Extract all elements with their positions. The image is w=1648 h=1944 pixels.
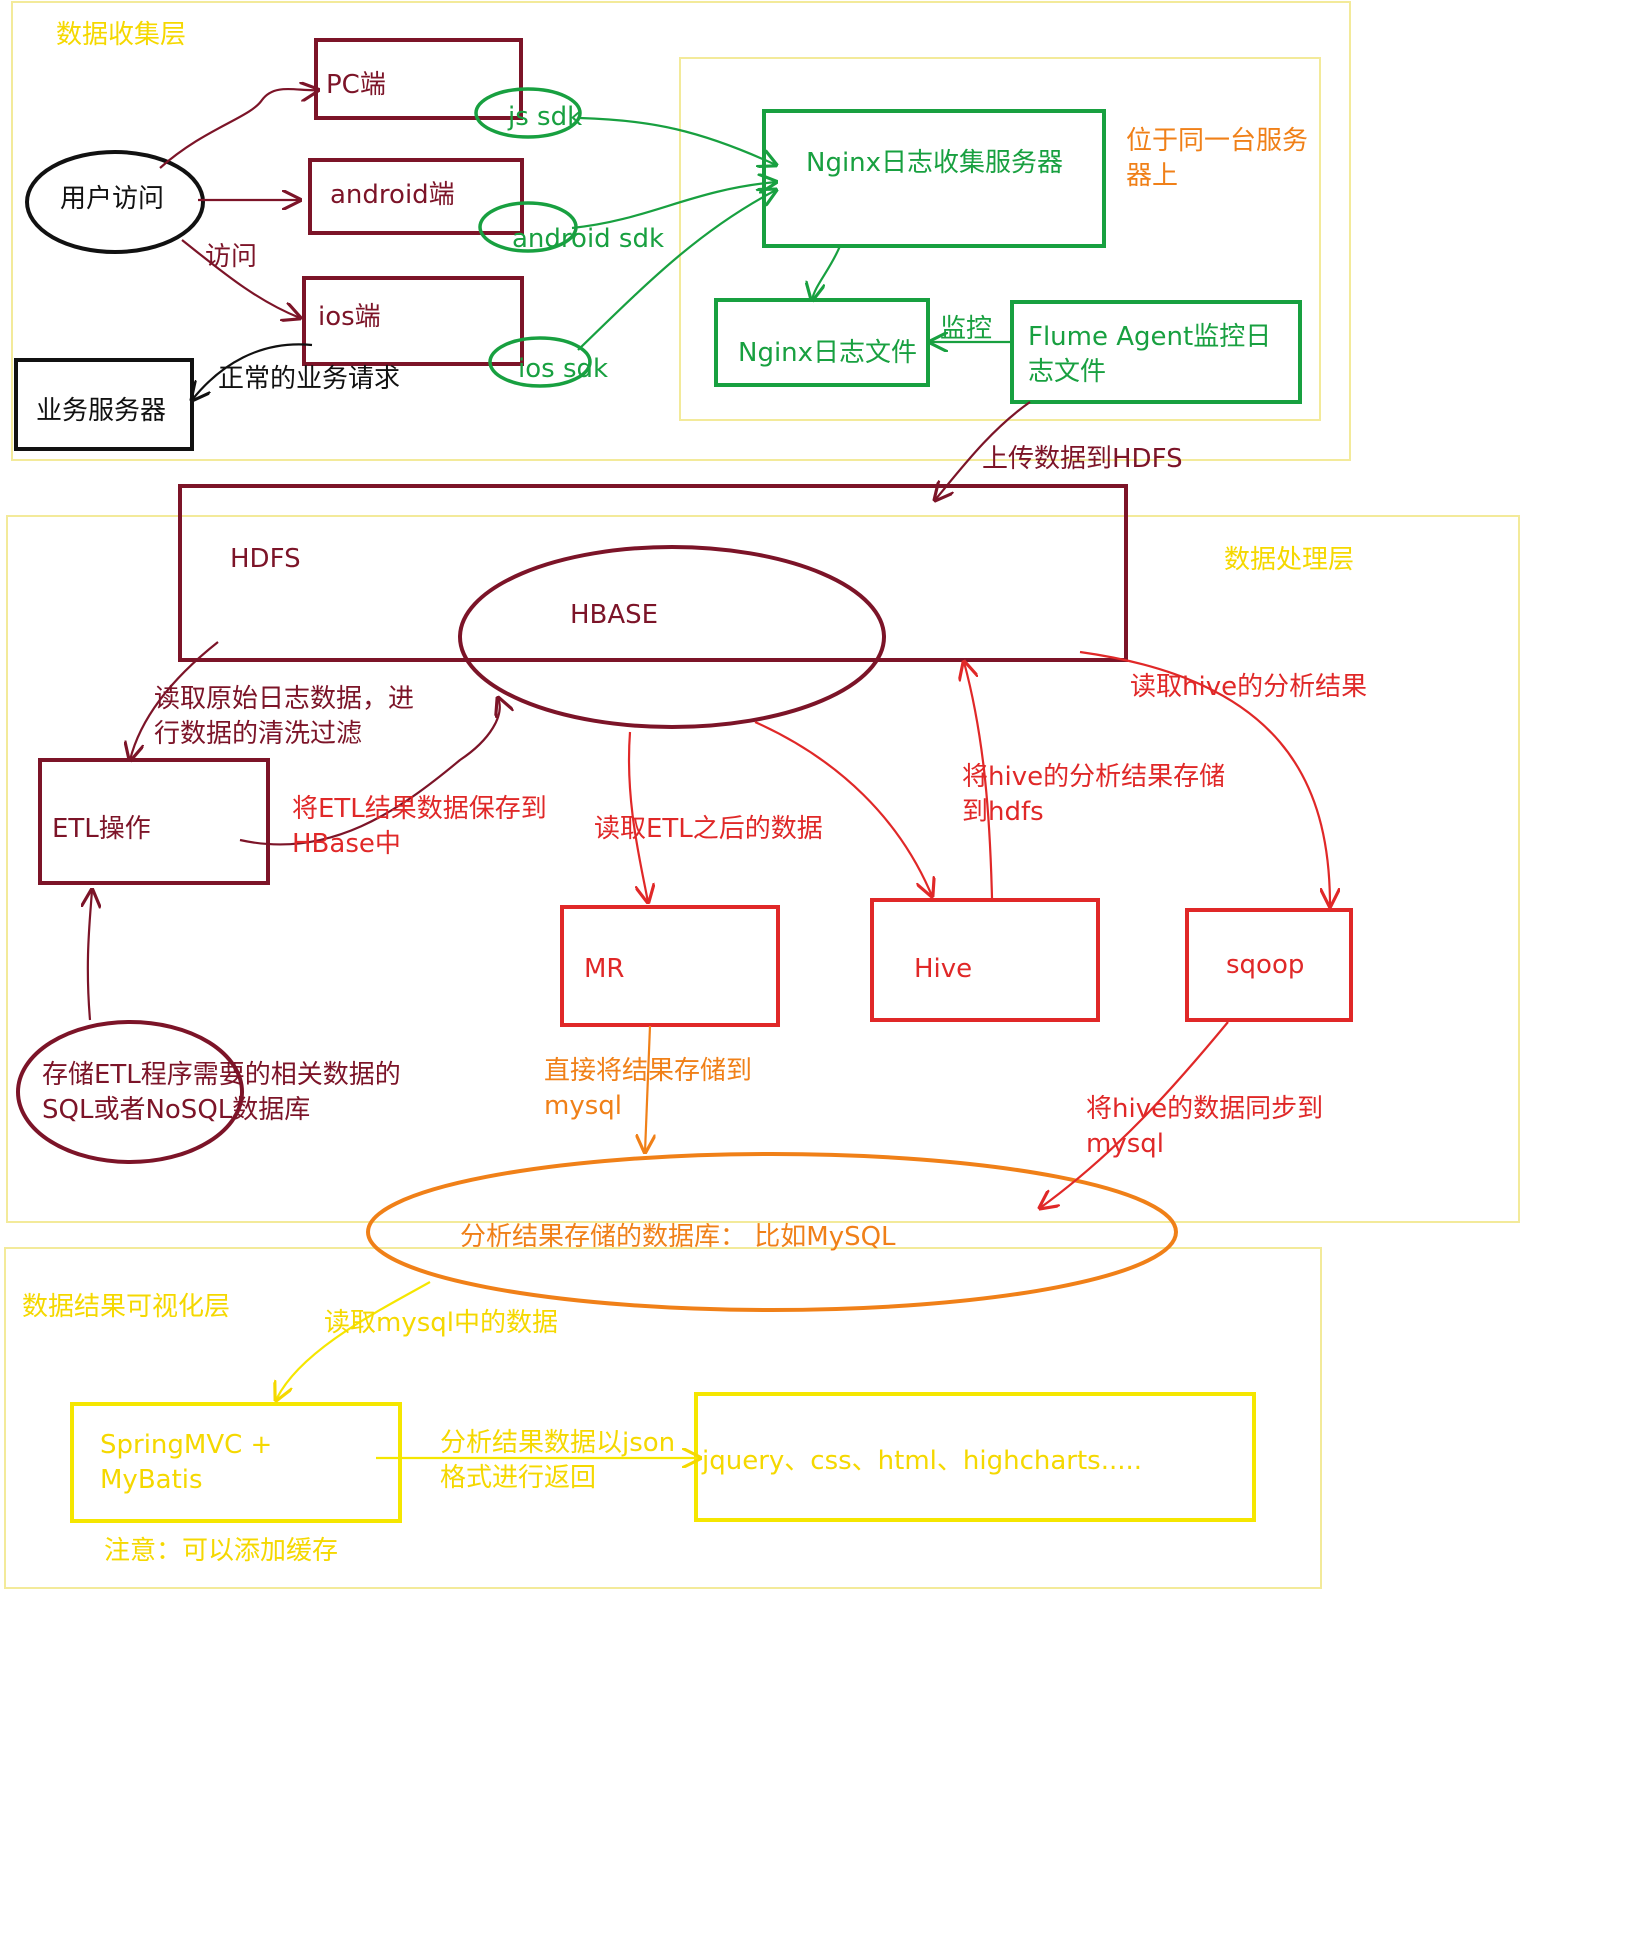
ios-sdk-label: ios sdk	[518, 354, 609, 384]
read-raw-label: 读取原始日志数据，进行数据的清洗过滤	[154, 684, 415, 750]
android-node	[308, 158, 524, 235]
store-hive-hdfs-label: 将hive的分析结果存储到hdfs	[962, 762, 1226, 828]
json-return-label: 分析结果数据以json格式进行返回	[440, 1428, 676, 1494]
hbase-label: HBASE	[570, 600, 659, 630]
mr-label: MR	[584, 954, 625, 984]
flume-label: Flume Agent监控日志文件	[1028, 322, 1272, 388]
edge-iossdk-nginx	[577, 190, 776, 351]
sqoop-node	[1185, 908, 1353, 1022]
js-sdk-label: js sdk	[508, 102, 583, 132]
springmvc-label: SpringMVC + MyBatis	[100, 1430, 273, 1496]
edge-ios-business	[192, 343, 313, 400]
flume-node	[1010, 300, 1302, 404]
sqoop-label: sqoop	[1226, 950, 1305, 980]
android-label: android端	[330, 180, 455, 210]
ios-sdk-node	[488, 336, 592, 388]
read-mysql-label: 读取mysql中的数据	[324, 1308, 558, 1338]
edge-flume-hdfs	[935, 401, 1031, 500]
business-server-node	[14, 358, 194, 451]
hdfs-label: HDFS	[230, 544, 301, 574]
edge-mr-resultdb	[645, 1025, 650, 1152]
edge-nginx-log	[812, 245, 842, 300]
edge-hive-hdfs	[964, 662, 994, 899]
business-server-label: 业务服务器	[36, 396, 167, 426]
processing-layer-frame	[6, 515, 1520, 1223]
upload-hdfs-label: 上传数据到HDFS	[982, 444, 1183, 474]
edge-sqoop-resultdb	[1040, 1021, 1229, 1208]
etl-db-node	[16, 1020, 244, 1164]
etl-label: ETL操作	[52, 814, 151, 844]
user-visit-label: 用户访问	[60, 184, 165, 214]
edge-hdfs-sqoop	[1079, 650, 1330, 906]
result-db-node	[366, 1152, 1178, 1312]
edge-etl-hbase	[239, 698, 500, 846]
edge-hbase-mr	[627, 731, 648, 902]
pc-node	[314, 38, 523, 120]
edge-androidsdk-nginx	[571, 182, 776, 230]
edge-hdfs-etl	[130, 641, 219, 760]
same-server-frame	[679, 57, 1321, 421]
visualization-layer-frame	[4, 1247, 1322, 1589]
edge-resultdb-springmvc	[276, 1281, 431, 1400]
android-sdk-label: android sdk	[512, 224, 665, 254]
hive-to-mysql-label: 将hive的数据同步到mysql	[1086, 1094, 1324, 1160]
processing-layer-title: 数据处理层	[1224, 545, 1355, 575]
mr-to-mysql-label: 直接将结果存储到mysql	[544, 1056, 753, 1122]
hdfs-node	[178, 484, 1128, 662]
read-after-etl-label: 读取ETL之后的数据	[594, 814, 823, 844]
nginx-log-label: Nginx日志文件	[738, 338, 918, 368]
mr-node	[560, 905, 780, 1027]
hive-node	[870, 898, 1100, 1022]
same-server-note: 位于同一台服务器上	[1126, 126, 1309, 192]
hbase-node	[458, 545, 886, 729]
etl-node	[38, 758, 270, 885]
collection-layer-title: 数据收集层	[56, 20, 187, 50]
edge-user-pc	[159, 89, 318, 169]
edge-hbase-hive	[754, 720, 932, 896]
visit-edge-label: 访问	[205, 242, 258, 272]
ios-label: ios端	[318, 302, 381, 332]
collection-layer-frame	[11, 1, 1351, 461]
pc-label: PC端	[326, 70, 386, 100]
monitor-label: 监控	[940, 314, 993, 344]
etl-db-label: 存储ETL程序需要的相关数据的SQL或者NoSQL数据库	[42, 1060, 401, 1126]
js-sdk-node	[474, 87, 582, 139]
edge-jssdk-nginx	[579, 116, 776, 165]
edge-db-etl	[88, 890, 92, 1021]
result-db-label: 分析结果存储的数据库： 比如MySQL	[460, 1222, 896, 1252]
nginx-server-label: Nginx日志收集服务器	[806, 148, 1064, 178]
edge-user-ios	[181, 239, 300, 318]
visualization-layer-title: 数据结果可视化层	[22, 1292, 231, 1322]
hive-label: Hive	[914, 954, 973, 984]
user-visit-node	[25, 150, 205, 254]
frontend-label: jquery、css、html、highcharts.....	[702, 1446, 1143, 1476]
save-etl-label: 将ETL结果数据保存到HBase中	[292, 794, 547, 860]
normal-request-label: 正常的业务请求	[218, 364, 401, 394]
springmvc-node	[70, 1402, 402, 1523]
read-hive-result-label: 读取hive的分析结果	[1130, 672, 1368, 702]
cache-note-label: 注意：可以添加缓存	[104, 1536, 339, 1566]
